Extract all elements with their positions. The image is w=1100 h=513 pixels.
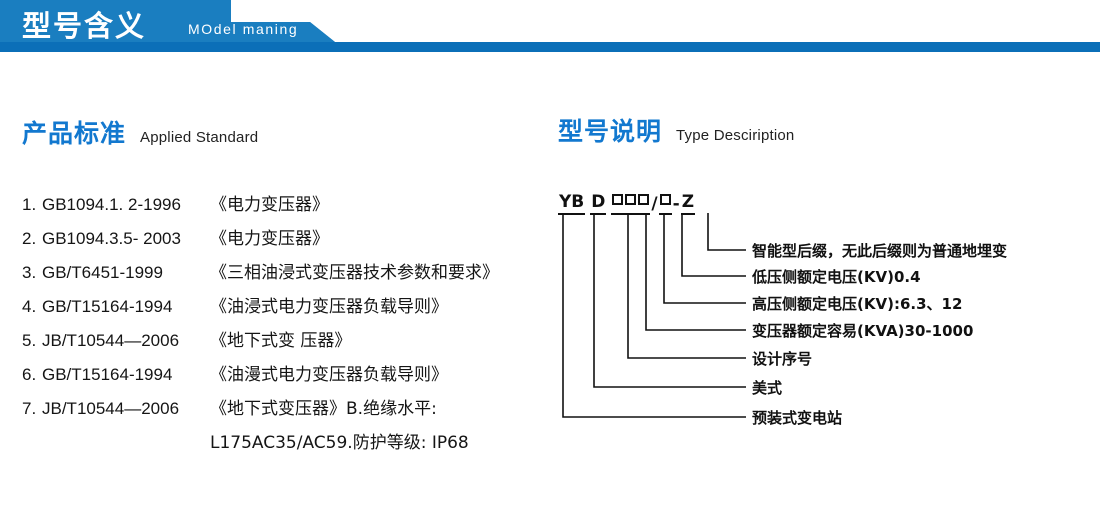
section-heading-applied-standard: 产品标准 Applied Standard bbox=[22, 114, 258, 150]
page-header-banner: 型号含义 MOdel maning bbox=[0, 0, 1100, 52]
standard-index: 3. bbox=[22, 263, 37, 282]
standard-row: 2. GB1094.3.5- 2003 《电力变压器》 bbox=[22, 224, 552, 258]
section-heading-type-description: 型号说明 Type Desciription bbox=[558, 112, 794, 148]
code-placeholder-box bbox=[658, 193, 672, 215]
code-letter: D bbox=[590, 193, 607, 215]
callout-label-suffix: 智能型后缀，无此后缀则为普通地埋变 bbox=[752, 242, 1008, 260]
callout-leader-line bbox=[645, 213, 746, 331]
section-heading-cn: 产品标准 bbox=[22, 119, 127, 148]
standard-code: GB/T6451-1999 bbox=[42, 263, 163, 282]
standard-index: 6. bbox=[22, 365, 37, 384]
standard-continuation-line: L175AC35/AC59.防护等级: IP68 bbox=[210, 433, 469, 453]
standard-row: 4. GB/T15164-1994 《油浸式电力变压器负载导则》 bbox=[22, 292, 552, 326]
callout-label-american: 美式 bbox=[752, 379, 783, 397]
standard-row: 5. JB/T10544—2006 《地下式变 压器》 bbox=[22, 326, 552, 360]
placeholder-square-icon bbox=[625, 194, 637, 205]
standard-name: 《地下式变压器》B.绝缘水平: bbox=[210, 399, 437, 419]
code-placeholder-box bbox=[611, 193, 625, 215]
banner-step bbox=[0, 0, 335, 42]
callout-leader-line bbox=[663, 213, 746, 304]
banner-title: 型号含义 bbox=[22, 9, 147, 43]
standard-name: 《三相油浸式变压器技术参数和要求》 bbox=[210, 263, 499, 283]
standard-index: 2. bbox=[22, 229, 37, 248]
standard-name: 《油浸式电力变压器负载导则》 bbox=[210, 297, 448, 317]
standard-name: 《电力变压器》 bbox=[210, 195, 329, 215]
callout-label-capacity: 变压器额定容易(KVA)30-1000 bbox=[752, 322, 974, 340]
standard-code: GB/T15164-1994 bbox=[42, 297, 173, 316]
banner-underbar bbox=[0, 42, 1100, 52]
code-separator: / bbox=[651, 194, 658, 214]
banner-cutout bbox=[231, 0, 1100, 42]
code-separator: - bbox=[672, 194, 680, 214]
code-placeholder-box bbox=[637, 193, 651, 215]
standard-index: 5. bbox=[22, 331, 37, 350]
banner-subtitle: MOdel maning bbox=[188, 21, 299, 37]
standard-code: JB/T10544—2006 bbox=[42, 331, 180, 350]
standard-index: 7. bbox=[22, 399, 37, 418]
standard-name: 《电力变压器》 bbox=[210, 229, 329, 249]
section-heading-en: Type Desciription bbox=[676, 127, 795, 144]
standard-code: JB/T10544—2006 bbox=[42, 399, 180, 418]
callout-label-lv-voltage: 低压侧额定电压(KV)0.4 bbox=[752, 268, 921, 286]
standard-name: 《油漫式电力变压器负载导则》 bbox=[210, 365, 448, 385]
banner-shape bbox=[0, 0, 1100, 52]
standard-code: GB1094.1. 2-1996 bbox=[42, 195, 181, 214]
callout-leader-line bbox=[562, 213, 746, 418]
code-letter: YB bbox=[558, 193, 586, 215]
code-placeholder-box bbox=[624, 193, 638, 215]
section-heading-en: Applied Standard bbox=[140, 129, 259, 146]
callout-label-substation: 预装式变电站 bbox=[752, 409, 843, 427]
standard-row: 6. GB/T15164-1994 《油漫式电力变压器负载导则》 bbox=[22, 360, 552, 394]
callout-leader-line bbox=[681, 213, 746, 277]
standard-code: GB1094.3.5- 2003 bbox=[42, 229, 181, 248]
callout-label-design-no: 设计序号 bbox=[752, 350, 813, 368]
standard-index: 1. bbox=[22, 195, 37, 214]
standard-row: 3. GB/T6451-1999 《三相油浸式变压器技术参数和要求》 bbox=[22, 258, 552, 292]
standard-code: GB/T15164-1994 bbox=[42, 365, 173, 384]
standard-index: 4. bbox=[22, 297, 37, 316]
standard-row: 1. GB1094.1. 2-1996 《电力变压器》 bbox=[22, 190, 552, 224]
callout-label-hv-voltage: 高压侧额定电压(KV):6.3、12 bbox=[752, 295, 963, 313]
placeholder-square-icon bbox=[659, 194, 671, 205]
section-heading-cn: 型号说明 bbox=[558, 117, 663, 146]
standard-name: 《地下式变 压器》 bbox=[210, 331, 352, 351]
placeholder-square-icon bbox=[612, 194, 624, 205]
placeholder-square-icon bbox=[638, 194, 650, 205]
callout-leader-line bbox=[627, 213, 746, 359]
applied-standards-list: 1. GB1094.1. 2-1996 《电力变压器》 2. GB1094.3.5- 2… bbox=[22, 190, 552, 462]
callout-leader-line bbox=[593, 213, 746, 388]
code-letter: Z bbox=[680, 193, 696, 215]
callout-leader-line bbox=[707, 213, 746, 251]
standard-row: 7. JB/T10544—2006 《地下式变压器》B.绝缘水平: bbox=[22, 394, 552, 428]
